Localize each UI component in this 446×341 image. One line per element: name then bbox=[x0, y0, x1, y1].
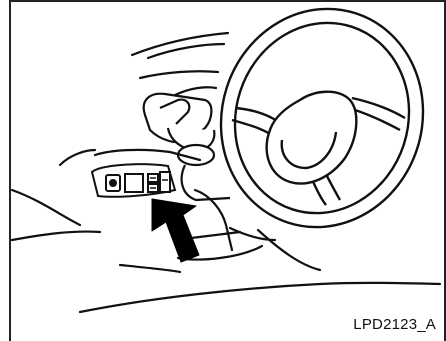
figure-code: LPD2123_A bbox=[353, 316, 436, 333]
steering-wheel bbox=[193, 0, 446, 254]
lower-dashboard bbox=[12, 150, 440, 312]
arrow-icon bbox=[152, 199, 199, 262]
dashboard-outline bbox=[132, 33, 228, 95]
switch-panel bbox=[92, 164, 175, 197]
